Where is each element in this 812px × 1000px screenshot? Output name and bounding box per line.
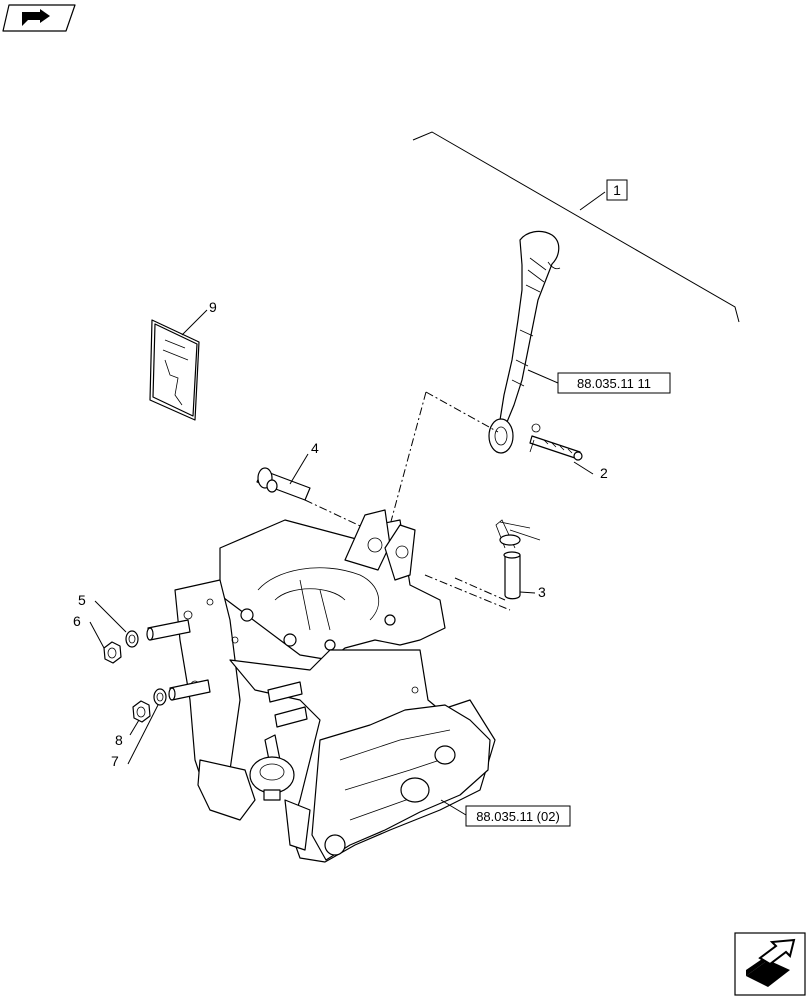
next-page-arrow-icon[interactable] [734, 932, 806, 996]
callout-4: 4 [289, 440, 319, 485]
pin-part-3 [495, 519, 541, 600]
group-bracket-line [412, 131, 740, 323]
lynch-pin-part [529, 423, 583, 461]
assembly-dashed-lines [304, 391, 511, 611]
callout-6: 6 [73, 613, 105, 649]
callout-9: 9 [181, 299, 217, 336]
svg-text:3: 3 [538, 584, 546, 600]
svg-text:1: 1 [613, 182, 621, 198]
svg-text:88.035.11 11: 88.035.11 11 [577, 376, 651, 391]
ref-label-top-link[interactable]: 88.035.11 11 [527, 369, 671, 394]
pin-part-4 [256, 467, 311, 501]
callout-1: 1 [606, 179, 628, 201]
svg-text:7: 7 [111, 753, 119, 769]
svg-text:8: 8 [115, 732, 123, 748]
assembly-tab-icon[interactable] [2, 4, 76, 32]
svg-text:2: 2 [600, 465, 608, 481]
svg-text:4: 4 [311, 440, 319, 456]
svg-text:5: 5 [78, 592, 86, 608]
callout-2: 2 [573, 461, 608, 481]
top-link-part [488, 230, 561, 454]
operator-manual-part [149, 319, 200, 421]
washer-part-7 [153, 688, 167, 706]
svg-text:6: 6 [73, 613, 81, 629]
svg-text:88.035.11 (02): 88.035.11 (02) [476, 809, 560, 824]
nut-part-6 [103, 641, 122, 664]
callout-7: 7 [111, 704, 159, 769]
hitch-frame-part [146, 509, 496, 863]
svg-text:9: 9 [209, 299, 217, 315]
ref-label-frame[interactable]: 88.035.11 (02) [440, 799, 571, 827]
washer-part-5 [125, 630, 139, 648]
nut-part-8 [132, 700, 151, 723]
callout-5: 5 [78, 592, 127, 633]
callout-3: 3 [519, 584, 546, 600]
callout-8: 8 [115, 719, 140, 748]
